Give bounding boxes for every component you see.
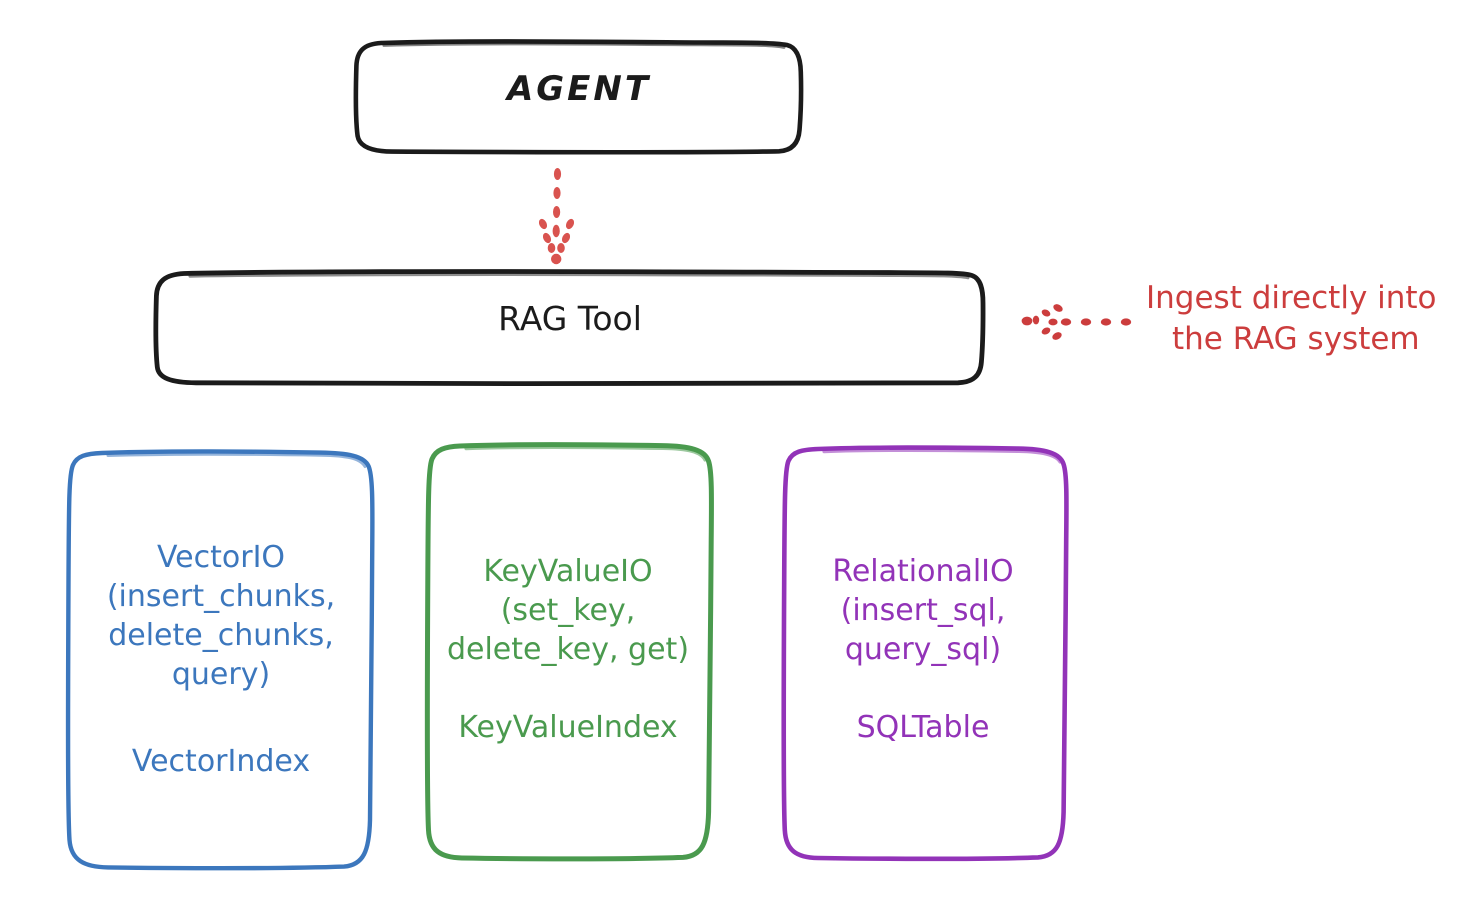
vector-index-label: VectorIndex — [131, 744, 311, 779]
ingest-annotation: Ingest directly into the RAG system — [1146, 278, 1476, 360]
key-value-io-box[interactable] — [424, 442, 714, 862]
ingest-arrow — [1021, 304, 1132, 340]
rag-tool-box[interactable] — [153, 269, 986, 387]
relational-io-operations-label: RelationalIO (insert_sql, query_sql) — [832, 554, 1014, 667]
agent-box[interactable] — [353, 39, 804, 155]
vector-io-box[interactable] — [65, 449, 375, 871]
relational-io-box[interactable] — [781, 445, 1069, 862]
ingest-annotation-line2: the RAG system — [1172, 320, 1420, 357]
sql-table-label: SQLTable — [856, 710, 990, 745]
rag-tool-label: RAG Tool — [498, 299, 642, 338]
key-value-index-label: KeyValueIndex — [458, 710, 678, 745]
agent-to-rag-arrow — [538, 168, 575, 265]
ingest-annotation-line1: Ingest directly into — [1146, 280, 1437, 316]
key-value-io-operations-label: KeyValueIO (set_key, delete_key, get) — [446, 554, 690, 667]
agent-label: AGENT — [506, 69, 652, 109]
vector-io-operations-label: VectorIO (insert_chunks, delete_chunks, … — [106, 540, 336, 692]
